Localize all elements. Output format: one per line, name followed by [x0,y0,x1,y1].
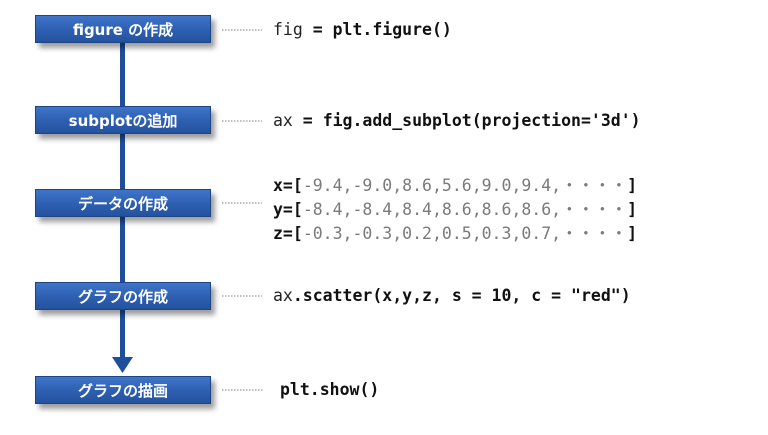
code-z-label: z=[ [273,224,303,243]
step-graph-create: グラフの作成 [35,282,211,310]
code-data-x: x=[-9.4,-9.0,8.6,5.6,9.0,9.4,・・・・] [273,175,637,197]
code-data-z: z=[-0.3,-0.3,0.2,0.5,0.3,0.7,・・・・] [273,223,637,245]
code-y-close: ] [627,200,638,219]
code-subplot: ax = fig.add_subplot(projection='3d') [273,110,641,132]
code-figure-op: = [302,20,333,39]
code-subplot-rhs: fig.add_subplot(projection='3d') [322,111,641,130]
code-y-values: -8.4,-8.4,8.4,8.6,8.6,8.6,・・・・ [302,200,628,219]
code-show-text: plt.show() [280,380,380,399]
code-figure: fig = plt.figure() [273,19,452,41]
code-y-label: y=[ [273,200,303,219]
code-show: plt.show() [280,379,379,401]
step-figure-create: figure の作成 [35,15,211,43]
code-subplot-op: = [292,111,323,130]
code-figure-rhs: plt.figure() [332,20,452,39]
step-graph-draw: グラフの描画 [35,376,211,404]
code-x-label: x=[ [273,176,303,195]
flow-arrowhead [112,357,133,373]
code-z-values: -0.3,-0.3,0.2,0.5,0.3,0.7,・・・・ [302,224,628,243]
code-figure-lhs: fig [273,20,303,39]
step-data-create: データの作成 [35,189,211,217]
code-subplot-lhs: ax [273,111,293,130]
code-scatter-prefix: ax [273,286,293,305]
step-subplot-add: subplotの追加 [35,106,211,134]
code-z-close: ] [627,224,638,243]
code-scatter: ax.scatter(x,y,z, s = 10, c = "red") [273,285,631,307]
code-data-y: y=[-8.4,-8.4,8.4,8.6,8.6,8.6,・・・・] [273,199,637,221]
code-scatter-call: .scatter(x,y,z, s = 10, c = "red") [292,286,631,305]
code-x-values: -9.4,-9.0,8.6,5.6,9.0,9.4,・・・・ [302,176,628,195]
code-x-close: ] [627,176,638,195]
